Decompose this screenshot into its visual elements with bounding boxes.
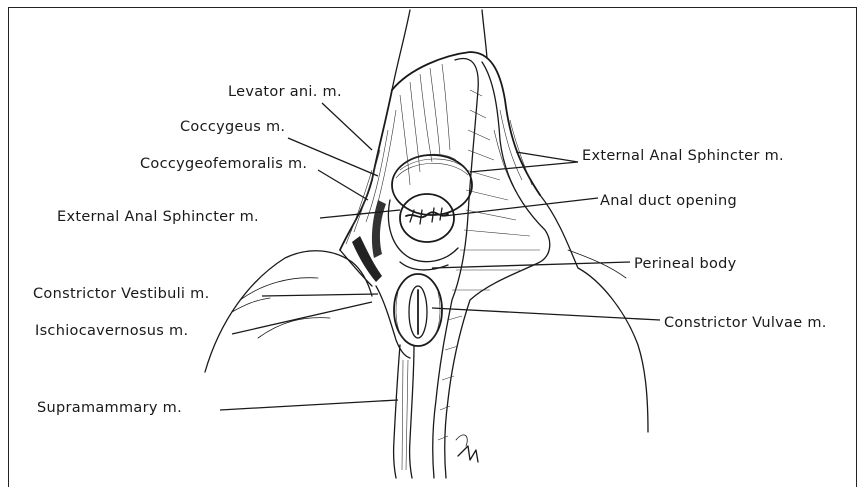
label-supramammary: Supramammary m. <box>37 400 182 416</box>
label-constrictor-vulvae: Constrictor Vulvae m. <box>664 315 827 331</box>
leader-ischiocavernosus <box>232 302 372 334</box>
tail-outline-right <box>482 10 487 58</box>
label-external-anal-sphincter-left: External Anal Sphincter m. <box>57 209 259 225</box>
sphincter-striations <box>396 154 468 178</box>
label-constrictor-vestibuli: Constrictor Vestibuli m. <box>33 286 210 302</box>
muscle-mass-left-edge <box>340 90 392 250</box>
bottom-mark-2 <box>456 435 467 446</box>
anal-duct-opening <box>400 194 454 242</box>
label-perineal-body: Perineal body <box>634 256 737 272</box>
label-levator-ani: Levator ani. m. <box>228 84 342 100</box>
drawing <box>205 10 648 478</box>
labels: Levator ani. m. Coccygeus m. Coccygeofem… <box>33 84 827 416</box>
sphincter-outer-lower <box>388 200 458 262</box>
tail-outline-left <box>392 10 410 90</box>
supramammary-left-edge <box>394 345 400 478</box>
label-coccygeofemoralis: Coccygeofemoralis m. <box>140 156 307 172</box>
ischiocavernosus-muscle <box>376 286 410 358</box>
leader-constrictor-vestibuli <box>262 294 378 296</box>
supramammary-striations <box>402 360 408 470</box>
right-body-outline <box>540 195 648 432</box>
perineal-body <box>400 262 448 270</box>
left-thigh-outline <box>205 251 372 372</box>
bottom-mark <box>458 446 478 462</box>
leader-coccygeofemoralis <box>318 170 368 200</box>
left-thigh-fold-2 <box>258 318 330 338</box>
label-ischiocavernosus: Ischiocavernosus m. <box>35 323 188 339</box>
leader-external-anal-sphincter-right-1 <box>516 152 578 162</box>
label-anal-duct-opening: Anal duct opening <box>600 193 737 209</box>
label-external-anal-sphincter-right: External Anal Sphincter m. <box>582 148 784 164</box>
label-coccygeus: Coccygeus m. <box>180 119 285 135</box>
left-thigh-fold <box>240 278 318 300</box>
leader-supramammary <box>220 400 398 410</box>
left-thigh-fold-3 <box>232 298 270 312</box>
leader-levator-ani <box>322 103 372 150</box>
supramammary-right-edge <box>410 346 414 478</box>
dark-muscle-band-2 <box>372 200 386 258</box>
